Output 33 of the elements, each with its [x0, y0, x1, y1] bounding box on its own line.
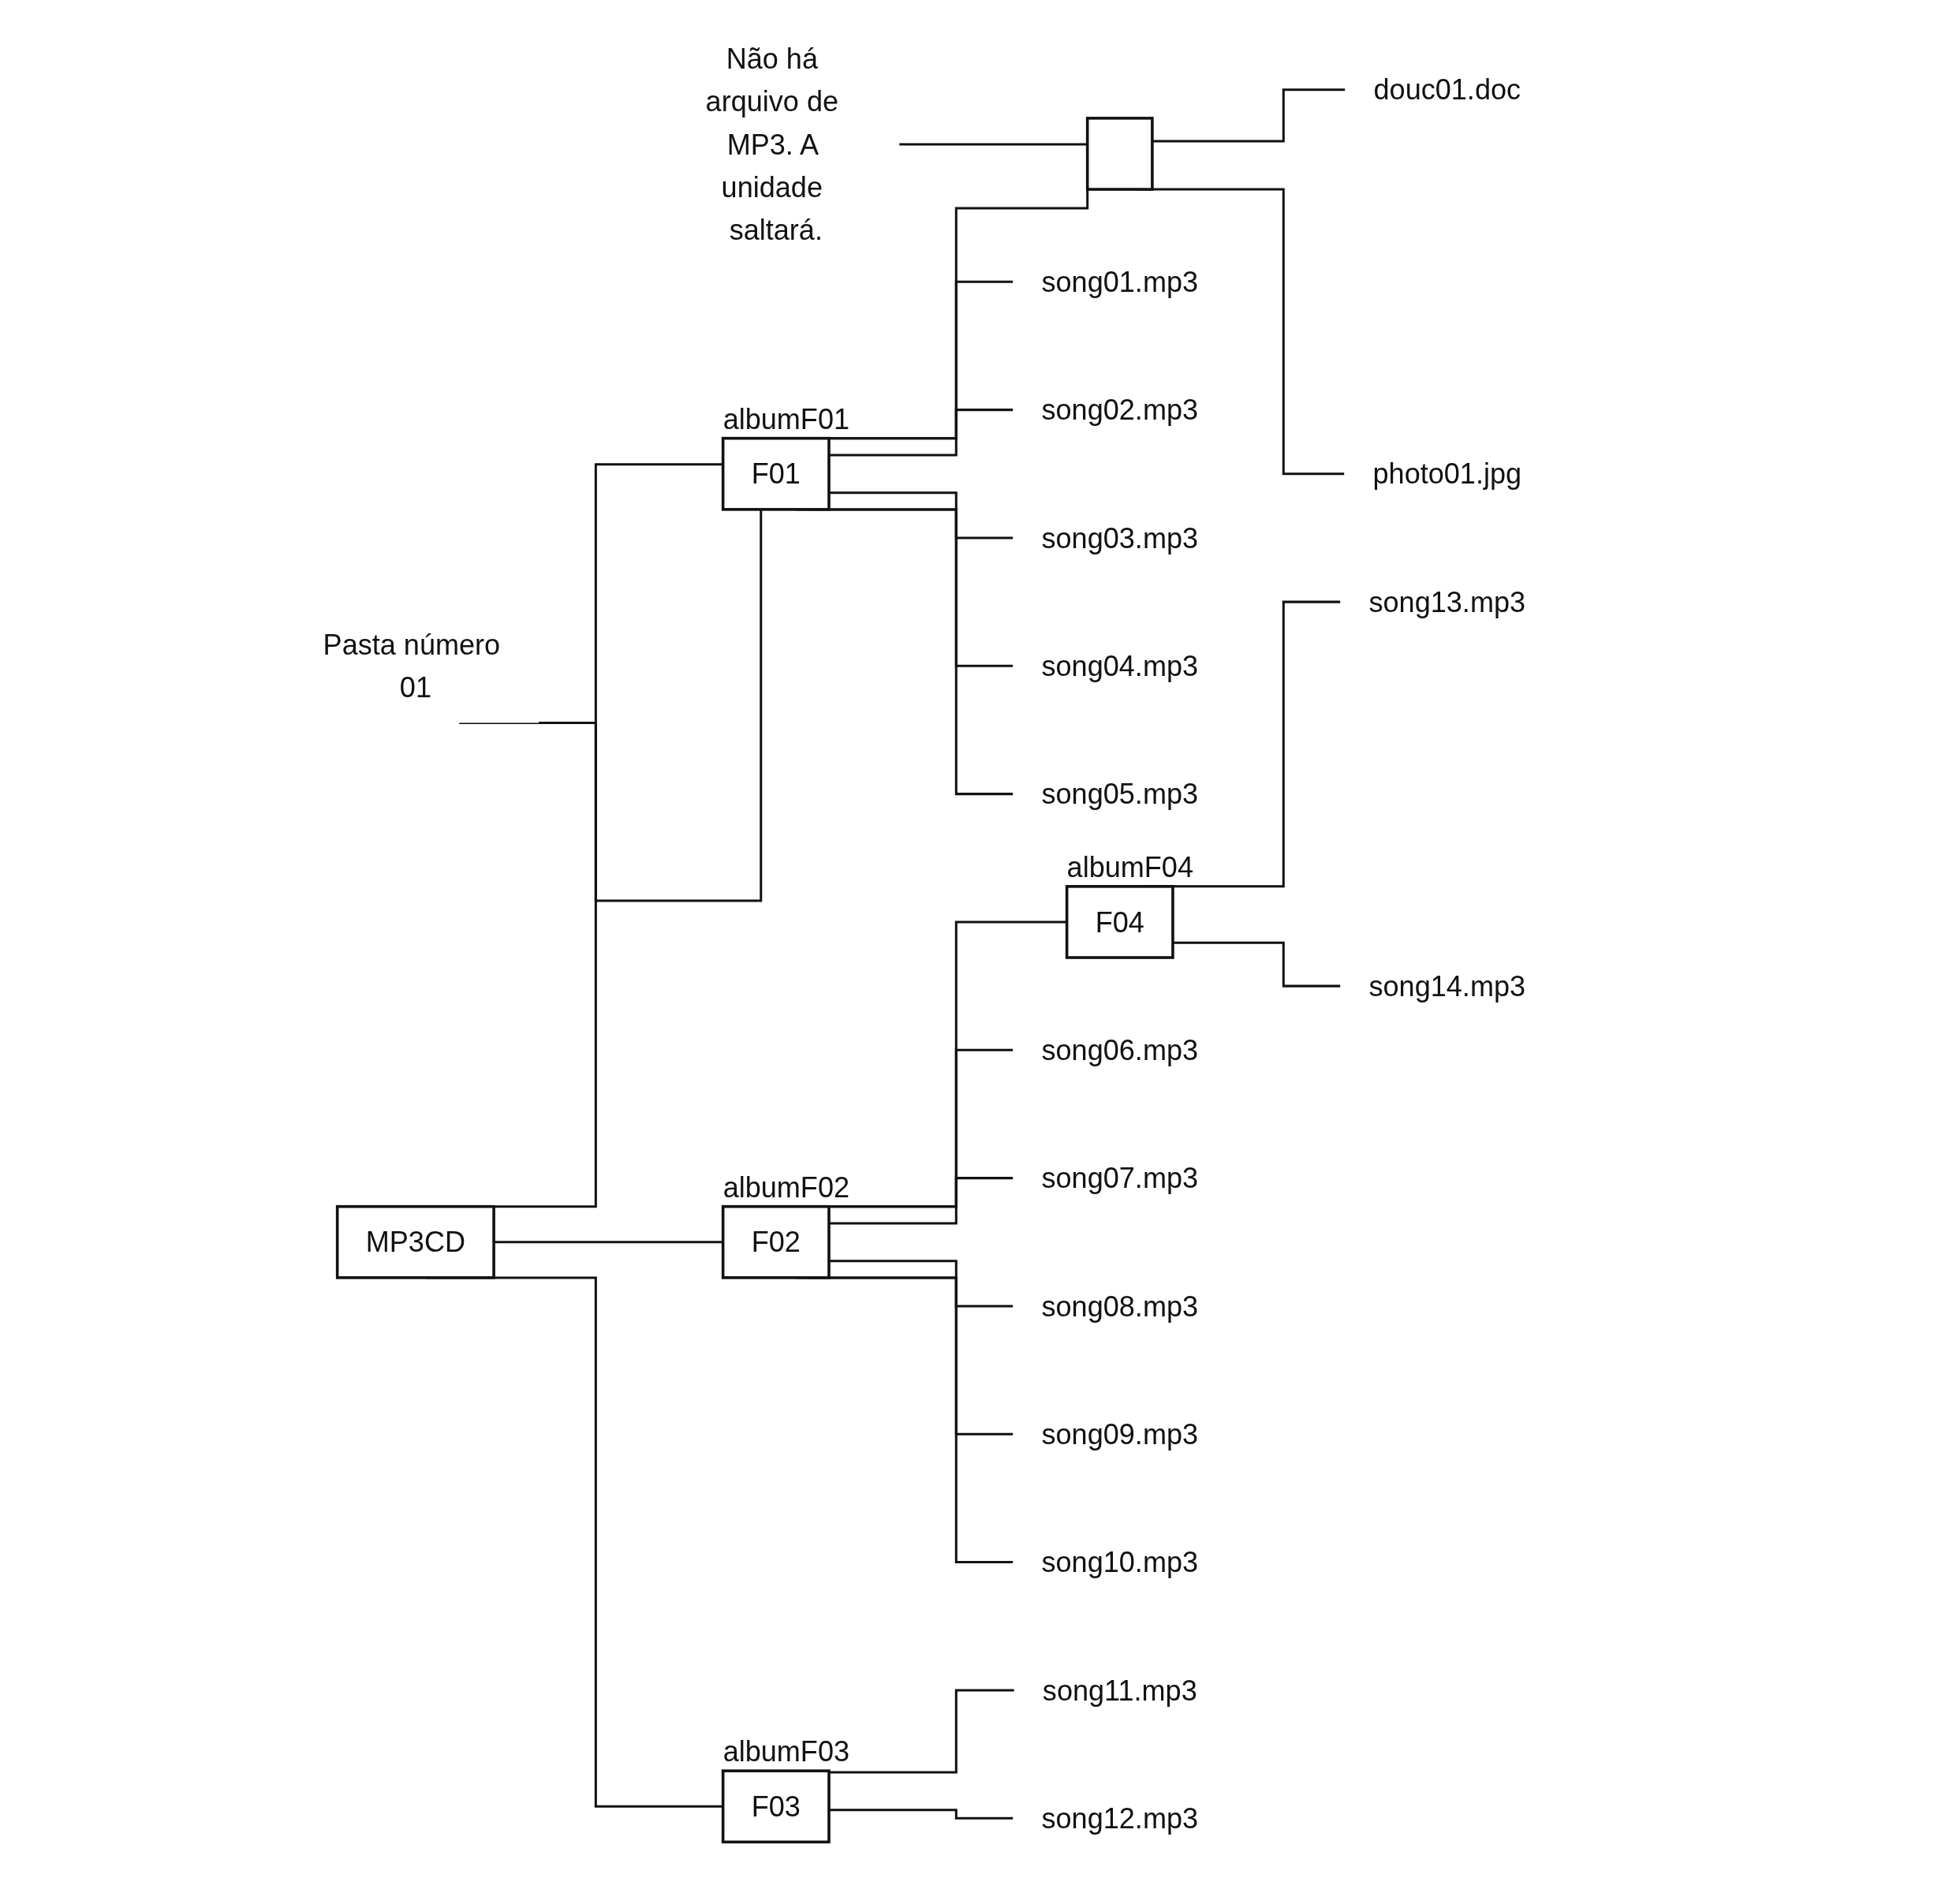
node-text: song14.mp3	[1368, 970, 1526, 1002]
folder-caption: albumF04	[1066, 850, 1193, 883]
node-text: song07.mp3	[1041, 1162, 1199, 1194]
node-text: song01.mp3	[1041, 266, 1199, 298]
node-box: F02	[721, 1204, 831, 1279]
node-box: F04	[1065, 885, 1174, 959]
node-text: song13.mp3	[1368, 586, 1526, 618]
connector	[829, 1177, 1014, 1225]
node-text: Não há arquivo de MP3. A unidade saltará.	[705, 43, 839, 245]
node-text: song12.mp3	[1041, 1802, 1199, 1835]
folder-caption: albumF03	[722, 1735, 850, 1768]
node-text: song02.mp3	[1041, 394, 1199, 426]
node-text: song10.mp3	[1041, 1546, 1199, 1578]
node-text: photo01.jpg	[1372, 457, 1522, 490]
node-box: MP3CD	[335, 1204, 495, 1279]
folder-caption: albumF02	[722, 1170, 850, 1204]
node-box: F03	[721, 1769, 831, 1844]
node-text: song06.mp3	[1041, 1034, 1199, 1066]
connector	[459, 509, 763, 902]
node-text: douc01.doc	[1373, 73, 1521, 106]
connector	[829, 1260, 1014, 1308]
connector	[829, 491, 1014, 540]
connector	[829, 409, 1014, 457]
node-text: song04.mp3	[1041, 650, 1199, 682]
node-text: song09.mp3	[1041, 1418, 1199, 1451]
node-box	[1085, 117, 1154, 191]
node-text: song08.mp3	[1041, 1290, 1199, 1322]
connector	[829, 1809, 1014, 1820]
node-text: song05.mp3	[1041, 778, 1199, 810]
node-box: F01	[721, 436, 831, 511]
node-text: song03.mp3	[1041, 522, 1199, 554]
folder-caption: albumF01	[722, 402, 850, 435]
node-text: song11.mp3	[1042, 1675, 1197, 1706]
